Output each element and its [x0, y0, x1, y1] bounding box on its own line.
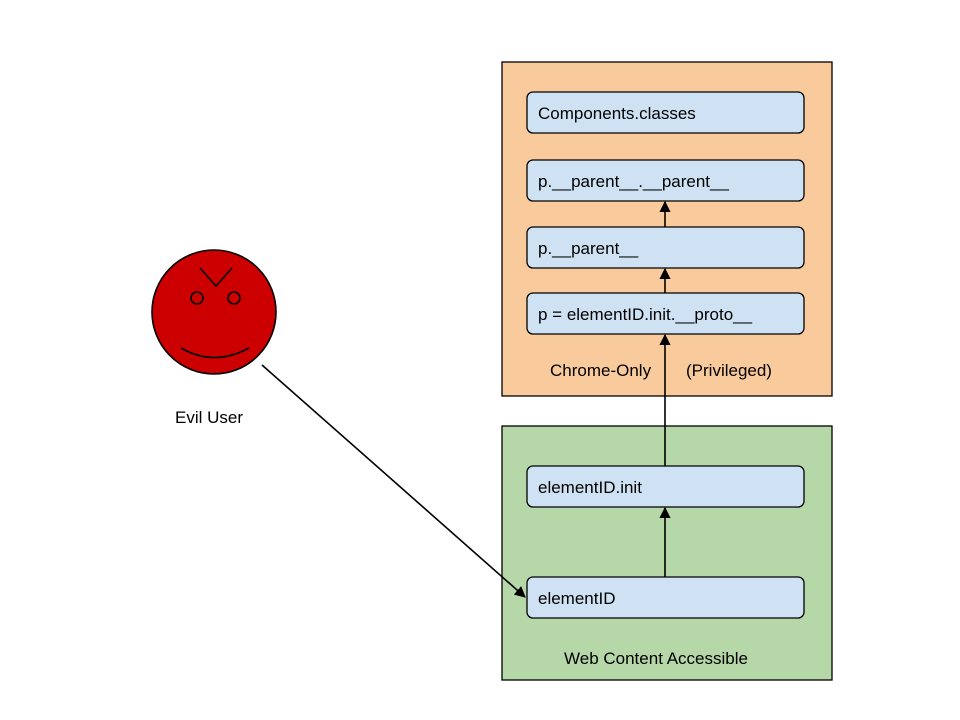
smirk-mouth	[180, 347, 250, 359]
angry-face-icon	[151, 249, 277, 375]
node-components-classes: Components.classes	[526, 91, 805, 134]
node-parent-parent-label: p.__parent__.__parent__	[538, 172, 729, 191]
web-content-zone-box	[501, 425, 833, 681]
actor-label: Evil User	[175, 408, 243, 427]
node-parent-parent: p.__parent__.__parent__	[526, 159, 805, 202]
node-parent-label: p.__parent__	[538, 239, 639, 258]
web-content-zone-label: Web Content Accessible	[564, 649, 748, 668]
node-parent: p.__parent__	[526, 226, 805, 269]
privileged-zone-label-left: Chrome-Only	[550, 361, 652, 380]
privileged-zone-label-right: (Privileged)	[686, 361, 772, 380]
right-eye	[227, 291, 241, 305]
arrows	[261, 200, 671, 598]
node-components-classes-label: Components.classes	[538, 104, 696, 123]
arrow-user-to-element-id	[261, 364, 526, 598]
angry-brow	[199, 267, 233, 288]
left-eye	[190, 291, 204, 305]
node-element-id: elementID	[526, 576, 805, 619]
node-proto: p = elementID.init.__proto__	[526, 292, 805, 335]
node-element-id-label: elementID	[538, 589, 615, 608]
node-element-id-init: elementID.init	[526, 465, 805, 508]
node-element-id-init-label: elementID.init	[538, 478, 642, 497]
web-content-zone: elementID.init elementID Web Content Acc…	[501, 425, 833, 681]
node-proto-label: p = elementID.init.__proto__	[538, 305, 753, 324]
privileged-zone: Components.classes p.__parent__.__parent…	[501, 61, 833, 397]
